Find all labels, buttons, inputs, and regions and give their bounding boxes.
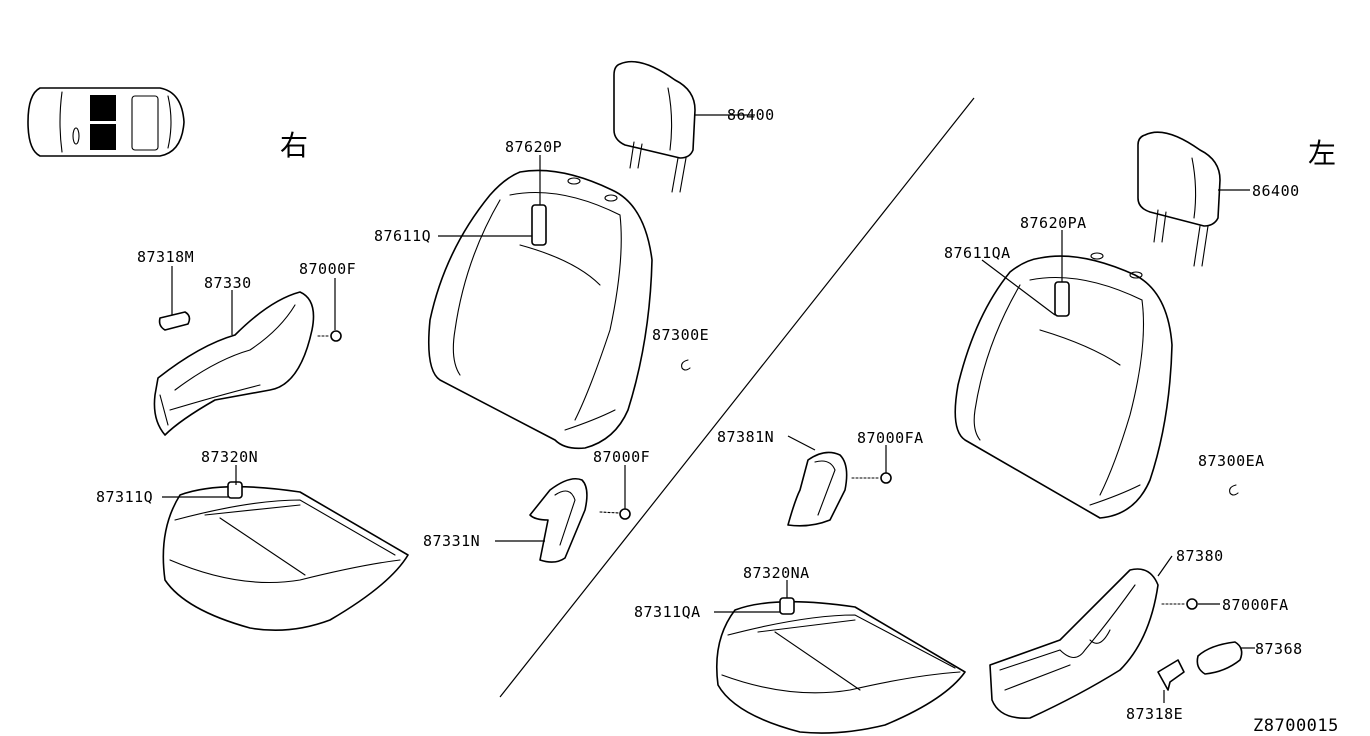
label-87320N: 87320N xyxy=(201,448,258,466)
seat-marker-right-icon xyxy=(90,95,116,121)
label-87000FA-lower: 87000FA xyxy=(1222,596,1289,614)
clip-right-icon xyxy=(158,311,191,331)
label-87318E: 87318E xyxy=(1126,705,1183,723)
seat-marker-left-icon xyxy=(90,124,116,150)
divider-line xyxy=(499,97,975,698)
seatback-cover-left xyxy=(954,252,1173,519)
label-87330: 87330 xyxy=(204,274,252,292)
screw-right-lower-icon xyxy=(599,508,631,520)
label-87311QA: 87311QA xyxy=(634,603,701,621)
seat-cushion-right xyxy=(162,481,409,632)
leader-lines xyxy=(162,114,1255,703)
label-87368: 87368 xyxy=(1255,640,1303,658)
screw-left-upper-icon xyxy=(851,472,892,484)
label-87318M: 87318M xyxy=(137,248,194,266)
label-87300EA: 87300EA xyxy=(1198,452,1265,470)
car-locator-icon xyxy=(27,87,185,157)
side-label-right: 右 xyxy=(280,129,308,162)
label-87000F-lower: 87000F xyxy=(593,448,650,466)
headrest-left xyxy=(1137,131,1221,267)
headrest-right xyxy=(613,60,696,193)
finisher-inner-right xyxy=(529,477,588,563)
label-87311Q: 87311Q xyxy=(96,488,153,506)
label-86400-right: 86400 xyxy=(727,106,775,124)
seatback-cover-right xyxy=(427,169,653,450)
hook-right-icon xyxy=(681,359,691,371)
label-87620PA: 87620PA xyxy=(1020,214,1087,232)
side-label-left: 左 xyxy=(1308,137,1336,170)
label-87611Q: 87611Q xyxy=(374,227,431,245)
finisher-inner-left xyxy=(787,451,848,527)
finisher-outer-left xyxy=(989,568,1159,719)
label-87620P: 87620P xyxy=(505,138,562,156)
clip-left-icon xyxy=(1157,659,1185,691)
label-87380: 87380 xyxy=(1176,547,1224,565)
label-87381N: 87381N xyxy=(717,428,774,446)
cover-87368-icon xyxy=(1196,641,1243,675)
screw-left-lower-icon xyxy=(1161,598,1198,610)
label-87000FA-upper: 87000FA xyxy=(857,429,924,447)
screw-right-upper-icon xyxy=(317,330,342,342)
label-87611QA: 87611QA xyxy=(944,244,1011,262)
seat-cushion-left xyxy=(715,597,966,734)
label-87000F-upper: 87000F xyxy=(299,260,356,278)
diagram-code: Z8700015 xyxy=(1253,716,1339,736)
label-86400-left: 86400 xyxy=(1252,182,1300,200)
hook-left-icon xyxy=(1229,484,1239,496)
label-87331N: 87331N xyxy=(423,532,480,550)
label-87300E: 87300E xyxy=(652,326,709,344)
finisher-outer-right xyxy=(153,291,315,436)
label-87320NA: 87320NA xyxy=(743,564,810,582)
